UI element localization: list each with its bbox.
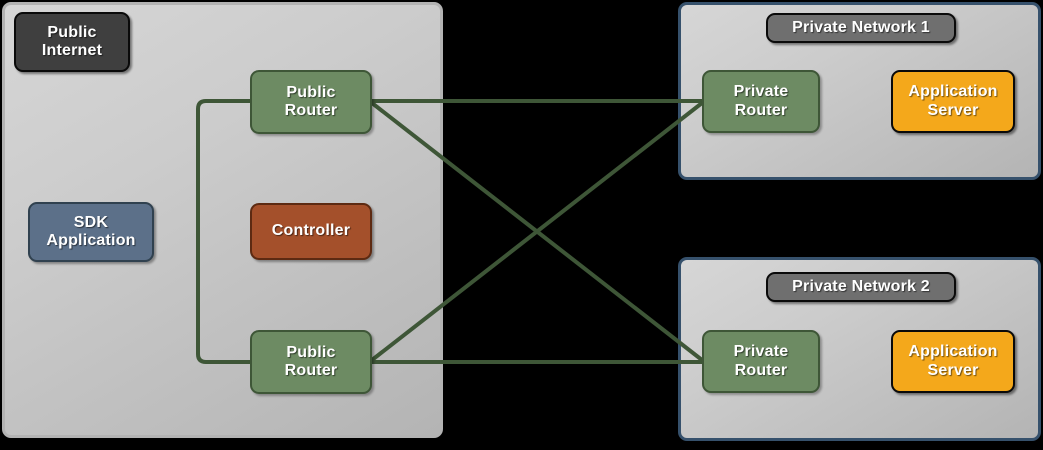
node-sdk-application[interactable]: SDK Application (28, 202, 154, 262)
zone-label-public-internet-text: Public Internet (41, 23, 103, 59)
zone-label-private-network-2: Private Network 2 (766, 272, 956, 302)
node-public-router-bottom[interactable]: Public Router (250, 330, 372, 394)
node-public-router-top-label: Public Router (284, 83, 338, 119)
node-controller[interactable]: Controller (250, 203, 372, 260)
zone-label-public-internet: Public Internet (14, 12, 130, 72)
node-private-router-1-label: Private Router (733, 83, 789, 119)
zone-label-private-network-1: Private Network 1 (766, 13, 956, 43)
node-controller-label: Controller (271, 222, 351, 240)
node-private-router-1[interactable]: Private Router (702, 70, 820, 133)
node-application-server-1[interactable]: Application Server (891, 70, 1015, 133)
node-application-server-1-label: Application Server (908, 83, 998, 119)
node-application-server-2-label: Application Server (908, 343, 998, 379)
node-private-router-2[interactable]: Private Router (702, 330, 820, 393)
node-private-router-2-label: Private Router (733, 343, 789, 379)
link-public-router-bottom-to-private-router-1[interactable] (370, 101, 704, 362)
node-public-router-top[interactable]: Public Router (250, 70, 372, 134)
node-application-server-2[interactable]: Application Server (891, 330, 1015, 393)
link-public-router-top-to-public-router-bottom[interactable] (196, 99, 250, 364)
zone-label-private-network-2-text: Private Network 2 (792, 277, 930, 295)
zone-label-private-network-1-text: Private Network 1 (792, 18, 930, 36)
node-public-router-bottom-label: Public Router (284, 343, 338, 379)
node-sdk-application-label: SDK Application (46, 213, 136, 249)
